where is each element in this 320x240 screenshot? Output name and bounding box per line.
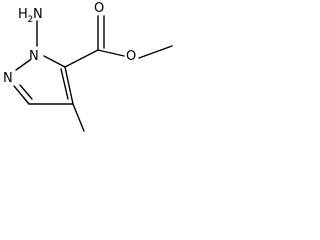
bond-c5-carbonyl-c: [64, 49, 99, 68]
bond-c4-methyl: [72, 103, 85, 132]
bond-c4-c5-double: [60, 68, 69, 100]
carbonyl-oxygen-label: O: [94, 1, 104, 16]
ring-n2-label: N: [3, 71, 13, 86]
bond-n2-c3-double: [19, 84, 33, 100]
amino-nitrogen-label: H: [18, 7, 28, 22]
bond-n1-n2: [15, 59, 31, 71]
bond-n2-c3: [13, 85, 30, 105]
amino-subscript-label: 2: [28, 15, 34, 25]
ring-n1-label: N: [29, 49, 39, 64]
bond-carbonyl-ester-o: [97, 49, 125, 57]
bond-c5-n1: [43, 55, 66, 68]
ester-oxygen-label: O: [126, 49, 136, 64]
amino-n-label: N: [33, 7, 43, 22]
bond-c4-c5: [64, 66, 74, 105]
molecule-structure: H 2 N N N O O: [3, 1, 173, 132]
bond-ester-o-methyl: [138, 45, 173, 59]
